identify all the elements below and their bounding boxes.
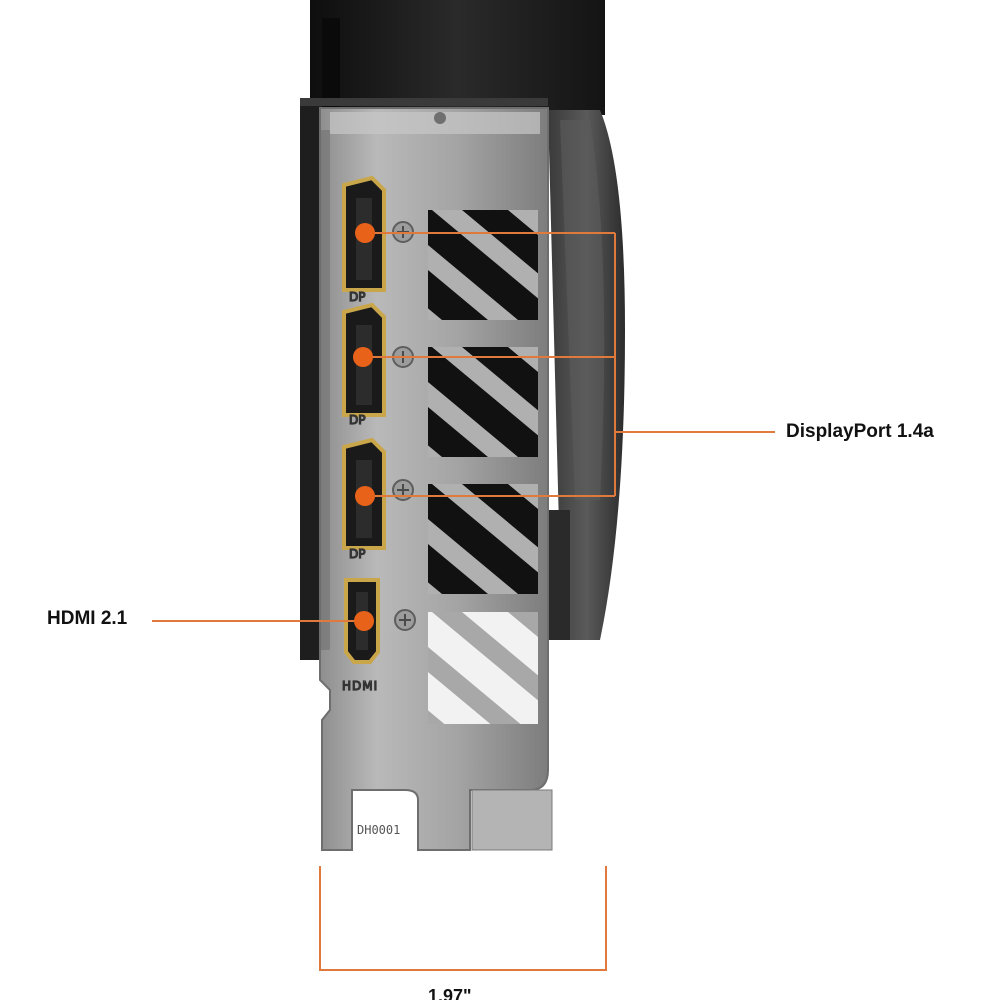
displayport-callout-lines [365, 232, 775, 497]
gpu-shroud [300, 0, 625, 660]
width-dimension-line [319, 866, 607, 971]
part-code: DH0001 [357, 823, 400, 837]
displayport-callout-label: DisplayPort 1.4a [786, 421, 934, 442]
svg-text:DP: DP [349, 290, 365, 304]
svg-text:DP: DP [349, 547, 365, 561]
port-markings: DP DP DP HDMI [341, 289, 378, 693]
svg-text:HDMI: HDMI [342, 679, 378, 693]
width-dimension-label: 1.97" [428, 986, 472, 1000]
vent-grille [428, 210, 538, 724]
hdmi-callout-label: HDMI 2.1 [47, 608, 128, 629]
port-marker-dots [353, 223, 375, 631]
svg-text:DP: DP [349, 413, 365, 427]
